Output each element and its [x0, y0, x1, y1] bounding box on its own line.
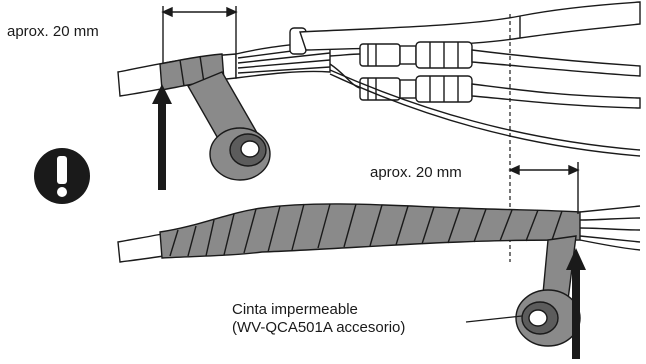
bottom-tape: [516, 236, 580, 346]
top-connector-1b: [400, 46, 416, 64]
up-arrow-top: [152, 84, 172, 190]
tape-name-label: Cinta impermeable: [232, 301, 358, 319]
bottom-tape-wrap: [160, 204, 580, 258]
exclamation-icon: [34, 148, 90, 204]
tape-leader-line: [466, 316, 522, 322]
middle-dimension: [510, 162, 578, 214]
top-connector-2a: [360, 78, 400, 100]
middle-distance-label: aprox. 20 mm: [370, 164, 462, 182]
top-connector-2b: [400, 80, 416, 98]
top-connector-1a: [360, 44, 400, 66]
bottom-left-cable: [118, 234, 164, 262]
top-distance-label: aprox. 20 mm: [7, 23, 99, 41]
tape-accessory-label: (WV-QCA501A accesorio): [232, 319, 405, 337]
